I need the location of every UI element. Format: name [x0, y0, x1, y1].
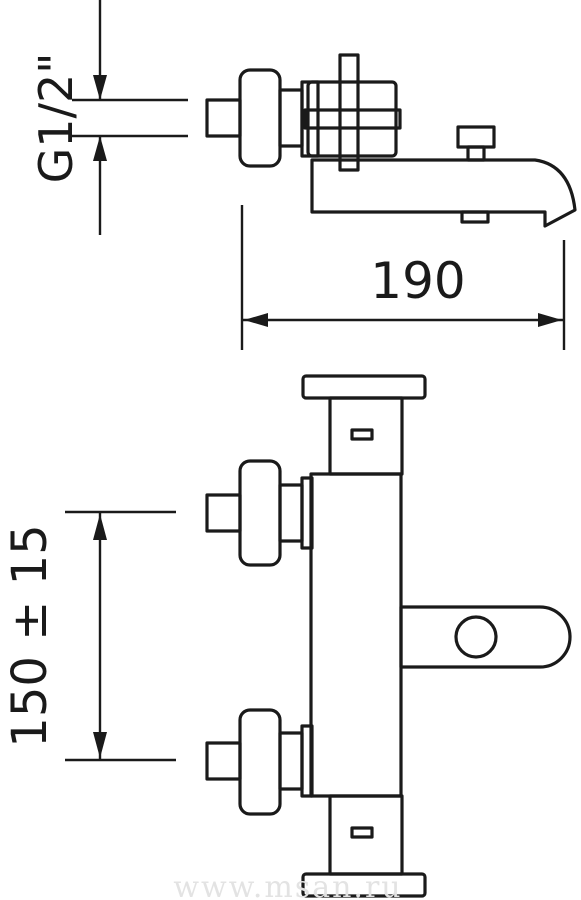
thread-dimension-label: G1/2" — [29, 53, 83, 184]
front-bottom-cap — [328, 794, 404, 876]
front-view: 150 ± 15 — [2, 374, 572, 898]
side-connector — [278, 88, 304, 148]
front-upper-inlet — [205, 459, 314, 567]
watermark: www.msan.ru — [173, 870, 402, 900]
side-spout — [310, 158, 577, 228]
front-lower-inlet — [205, 708, 314, 816]
front-diverter-knob — [454, 615, 498, 659]
width-dimension-label: 190 — [370, 252, 465, 310]
front-top-cap-mark — [350, 428, 374, 441]
front-body — [309, 472, 403, 798]
front-bottom-handle — [301, 872, 427, 898]
front-spout — [399, 605, 572, 669]
front-top-handle — [301, 374, 427, 400]
front-top-cap — [328, 396, 404, 476]
side-cross-handle — [303, 53, 402, 172]
front-bottom-cap-mark — [350, 826, 374, 839]
side-view: G1/2" 190 — [29, 0, 577, 350]
side-diverter-knob — [456, 125, 496, 149]
thread-dimension: G1/2" — [29, 0, 188, 235]
side-spout-outlet — [460, 210, 490, 224]
side-inlet-nipple — [205, 98, 242, 138]
inlet-spacing-dimension: 150 ± 15 — [2, 510, 176, 762]
side-diverter-stem — [466, 145, 486, 162]
width-dimension: 190 — [240, 205, 566, 350]
inlet-spacing-dimension-label: 150 ± 15 — [2, 524, 58, 747]
side-eccentric-nut — [238, 68, 282, 168]
